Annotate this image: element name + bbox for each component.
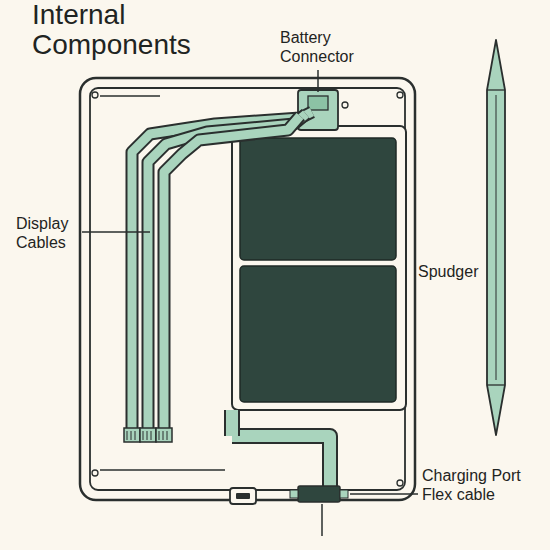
connector-pin [151, 431, 152, 440]
battery-cell [240, 138, 396, 260]
part-label: Battery Connector [280, 28, 380, 66]
spudger-detail [487, 384, 505, 385]
display-cable-outline [148, 114, 306, 432]
charging-flex [226, 410, 238, 436]
frame-detail [100, 469, 225, 471]
screw [397, 480, 403, 486]
part-label: Charging Port Flex cable [422, 466, 540, 504]
battery-tray [232, 126, 406, 410]
connector-tab [340, 490, 348, 498]
connector-pin [163, 431, 164, 440]
charging-port-opening [236, 493, 250, 499]
display-cable [148, 114, 306, 432]
connector-tab [290, 490, 298, 498]
connector-pin [167, 431, 168, 440]
display-cable-outline [132, 112, 312, 432]
connector-pin [127, 431, 128, 440]
leader-line [350, 493, 418, 495]
leader-line [82, 231, 150, 233]
connector-socket [308, 96, 328, 110]
spudger [487, 40, 505, 435]
display-cables [124, 112, 312, 442]
charging-port [230, 488, 256, 504]
battery-cell [240, 266, 396, 402]
leader-line [317, 70, 319, 92]
spudger-detail [496, 95, 497, 380]
connector-pin [159, 431, 160, 440]
display-cable [164, 116, 300, 432]
charging-port-connector [298, 486, 340, 502]
display-cable [132, 112, 312, 432]
charging-flex-outline [224, 410, 240, 436]
connector-pin [135, 431, 136, 440]
part-label: Spudger [418, 262, 484, 281]
screw [397, 92, 403, 98]
cable-connector [124, 428, 140, 442]
screw [92, 92, 98, 98]
part-label: Display Cables [16, 214, 80, 252]
screw [92, 470, 98, 476]
charging-flex-outline [232, 436, 330, 492]
frame-detail [100, 95, 160, 97]
screw [342, 102, 348, 108]
connector-pin [143, 431, 144, 440]
cable-connector [140, 428, 156, 442]
charging-flex [232, 436, 330, 492]
display-cable-outline [164, 116, 300, 432]
diagram-title: Internal Components [32, 0, 207, 60]
tablet-housing [80, 78, 415, 500]
leader-line [321, 504, 323, 536]
connector-pin [131, 431, 132, 440]
spudger-detail [487, 89, 505, 90]
cable-connector [156, 428, 172, 442]
connector-pin [147, 431, 148, 440]
